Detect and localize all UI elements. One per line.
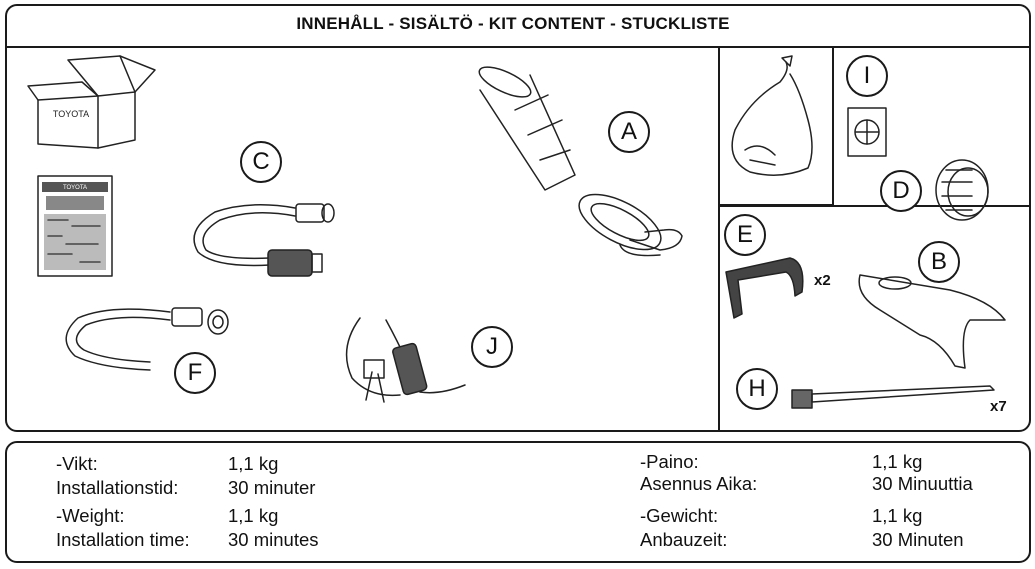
label-d: D (880, 170, 922, 212)
en-time-label: Installation time: (56, 529, 190, 550)
fi-weight-value: 1,1 kg (872, 451, 923, 472)
label-a: A (608, 111, 650, 153)
cable-part-c-icon (193, 203, 335, 277)
column-divider (718, 47, 720, 431)
en-weight-value: 1,1 kg (228, 505, 279, 526)
de-time-label: Anbauzeit: (640, 529, 728, 550)
specifications-panel (5, 441, 1031, 563)
fi-weight-label: -Paino: (640, 451, 699, 472)
sv-time-label: Installationstid: (56, 477, 179, 498)
bag-box-divider (832, 47, 834, 205)
bracket-part-e-icon (725, 257, 804, 319)
fi-time-label: Asennus Aika: (640, 473, 758, 494)
cardboard-box-icon (27, 55, 156, 149)
socket-part-a-icon (478, 66, 683, 257)
instruction-manual-icon (37, 175, 113, 277)
de-time-value: 30 Minuten (872, 529, 964, 550)
mounting-plate-part-b-icon (858, 274, 1006, 369)
en-time-value: 30 minutes (228, 529, 319, 550)
page-title: INNEHÅLL - SISÄLTÖ - KIT CONTENT - STUCK… (296, 14, 730, 33)
en-weight-label: -Weight: (56, 505, 125, 526)
box-brand-text: TOYOTA (53, 109, 89, 119)
cable-part-j-icon (345, 317, 466, 403)
kit-content-panel (5, 4, 1031, 432)
parts-bag-icon (731, 55, 813, 176)
fi-time-value: 30 Minuuttia (872, 473, 973, 494)
de-weight-label: -Gewicht: (640, 505, 719, 526)
sv-time-value: 30 minuter (228, 477, 316, 498)
cable-tie-part-h-icon (791, 385, 995, 409)
label-e: E (724, 214, 766, 256)
label-f: F (174, 352, 216, 394)
manual-brand-text: TOYOTA (63, 185, 87, 191)
de-weight-value: 1,1 kg (872, 505, 923, 526)
label-i: I (846, 55, 888, 97)
label-j: J (471, 326, 513, 368)
sv-weight-value: 1,1 kg (228, 453, 279, 474)
quantity-e: x2 (814, 272, 831, 289)
label-c: C (240, 141, 282, 183)
sv-weight-label: -Vikt: (56, 453, 98, 474)
label-b: B (918, 241, 960, 283)
cable-part-f-icon (65, 307, 229, 371)
right-column-divider (719, 205, 1030, 207)
grommet-part-d-icon (935, 159, 989, 221)
title-divider (6, 46, 1030, 48)
quantity-h: x7 (990, 398, 1007, 415)
gasket-part-i-icon (847, 107, 887, 157)
label-h: H (736, 368, 778, 410)
